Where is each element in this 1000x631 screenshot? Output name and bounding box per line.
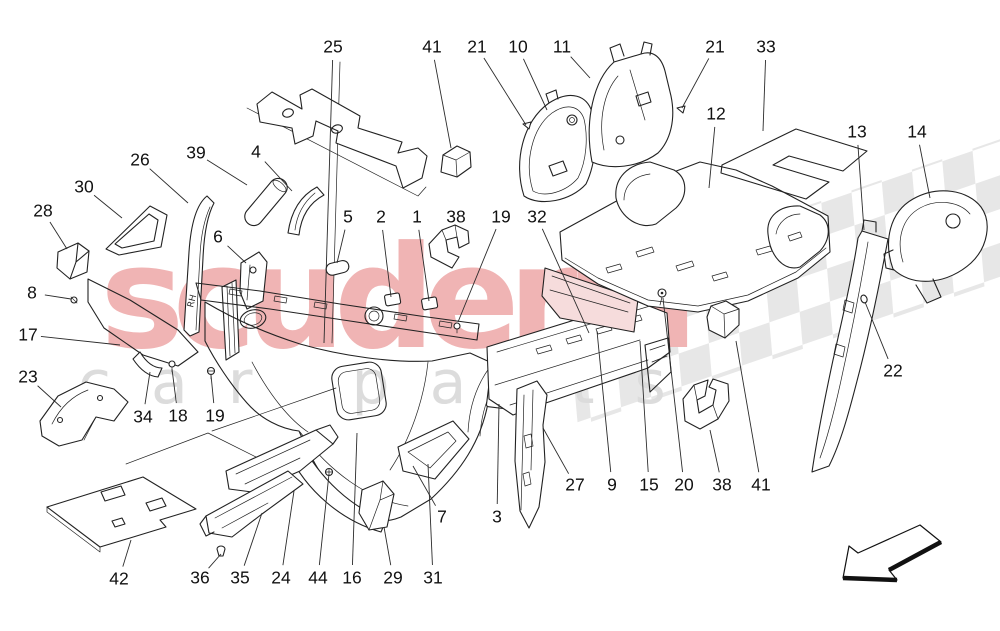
part-28-wedge bbox=[56, 242, 90, 280]
part-6-panel bbox=[221, 251, 268, 361]
callout-39[interactable]: 39 bbox=[186, 142, 206, 163]
callout-21[interactable]: 21 bbox=[705, 36, 725, 57]
callout-13[interactable]: 13 bbox=[847, 121, 867, 142]
callout-15[interactable]: 15 bbox=[639, 474, 659, 495]
callout-17[interactable]: 17 bbox=[18, 324, 38, 345]
part-11-panel bbox=[588, 41, 674, 168]
callout-12[interactable]: 12 bbox=[706, 103, 726, 124]
callout-27[interactable]: 27 bbox=[565, 474, 585, 495]
callout-38[interactable]: 38 bbox=[446, 206, 466, 227]
part-42-sheet bbox=[46, 476, 197, 553]
callout-33[interactable]: 33 bbox=[756, 36, 776, 57]
callout-22[interactable]: 22 bbox=[883, 360, 903, 381]
callout-41[interactable]: 41 bbox=[422, 36, 442, 57]
callout-31[interactable]: 31 bbox=[423, 567, 443, 588]
callout-18[interactable]: 18 bbox=[168, 405, 188, 426]
pin-20 bbox=[657, 288, 667, 306]
callout-34[interactable]: 34 bbox=[133, 406, 153, 427]
rh-marking: RH bbox=[186, 294, 199, 309]
callout-4[interactable]: 4 bbox=[251, 141, 261, 162]
callout-25[interactable]: 25 bbox=[323, 36, 343, 57]
callout-10[interactable]: 10 bbox=[508, 36, 528, 57]
callout-41[interactable]: 41 bbox=[751, 474, 771, 495]
callout-29[interactable]: 29 bbox=[383, 567, 403, 588]
callout-2[interactable]: 2 bbox=[376, 206, 386, 227]
part-30-panel bbox=[105, 205, 168, 256]
callout-26[interactable]: 26 bbox=[130, 149, 150, 170]
part-17-hatched-panel bbox=[87, 278, 199, 378]
callout-19[interactable]: 19 bbox=[491, 206, 511, 227]
part-24-strip bbox=[225, 424, 339, 493]
direction-arrow bbox=[842, 524, 943, 583]
callout-11[interactable]: 11 bbox=[552, 36, 572, 57]
callout-42[interactable]: 42 bbox=[109, 568, 129, 589]
callout-30[interactable]: 30 bbox=[74, 176, 94, 197]
foam-block-41-top bbox=[440, 145, 472, 178]
part-7-side-member bbox=[397, 420, 470, 480]
screw-19-mid bbox=[453, 322, 461, 334]
foam-block-38-top bbox=[428, 224, 470, 269]
part-25-panel bbox=[256, 88, 428, 189]
part-33-sheet bbox=[720, 128, 868, 200]
part-12-floor-panel bbox=[559, 161, 831, 313]
callout-28[interactable]: 28 bbox=[33, 200, 53, 221]
clip-21-right bbox=[676, 105, 686, 114]
callout-9[interactable]: 9 bbox=[607, 474, 617, 495]
callout-7[interactable]: 7 bbox=[437, 506, 447, 527]
callout-20[interactable]: 20 bbox=[674, 474, 694, 495]
callout-38[interactable]: 38 bbox=[712, 474, 732, 495]
callout-35[interactable]: 35 bbox=[230, 567, 250, 588]
part-29-wedge bbox=[358, 480, 395, 531]
callout-23[interactable]: 23 bbox=[18, 366, 38, 387]
callout-3[interactable]: 3 bbox=[492, 506, 502, 527]
callout-44[interactable]: 44 bbox=[308, 567, 328, 588]
foam-block-38-bottom bbox=[682, 378, 730, 430]
callout-21[interactable]: 21 bbox=[467, 36, 487, 57]
callout-5[interactable]: 5 bbox=[343, 206, 353, 227]
callout-14[interactable]: 14 bbox=[907, 121, 927, 142]
part-26-pillar-trim: RH bbox=[183, 195, 215, 337]
screw-8 bbox=[70, 296, 78, 304]
callout-8[interactable]: 8 bbox=[27, 282, 37, 303]
callout-32[interactable]: 32 bbox=[527, 206, 547, 227]
part-39-tube bbox=[244, 177, 288, 227]
callout-16[interactable]: 16 bbox=[342, 567, 362, 588]
part-2-pad bbox=[384, 292, 402, 307]
callout-6[interactable]: 6 bbox=[213, 226, 223, 247]
part-14-wheelarch-shell bbox=[883, 190, 988, 304]
part-27-pillar-trim bbox=[514, 380, 548, 529]
foam-block-41-bottom bbox=[706, 300, 740, 339]
callout-24[interactable]: 24 bbox=[271, 567, 291, 588]
part-13-pillar-arch bbox=[811, 219, 889, 473]
callout-1[interactable]: 1 bbox=[412, 206, 422, 227]
callout-36[interactable]: 36 bbox=[190, 567, 210, 588]
screw-36 bbox=[216, 545, 226, 557]
leader-lines bbox=[37, 56, 931, 569]
part-10-panel bbox=[519, 89, 596, 203]
callout-19[interactable]: 19 bbox=[205, 405, 225, 426]
part-4-strip bbox=[287, 186, 325, 236]
part-23-bracket bbox=[39, 381, 129, 447]
screw-19-left bbox=[206, 366, 216, 380]
